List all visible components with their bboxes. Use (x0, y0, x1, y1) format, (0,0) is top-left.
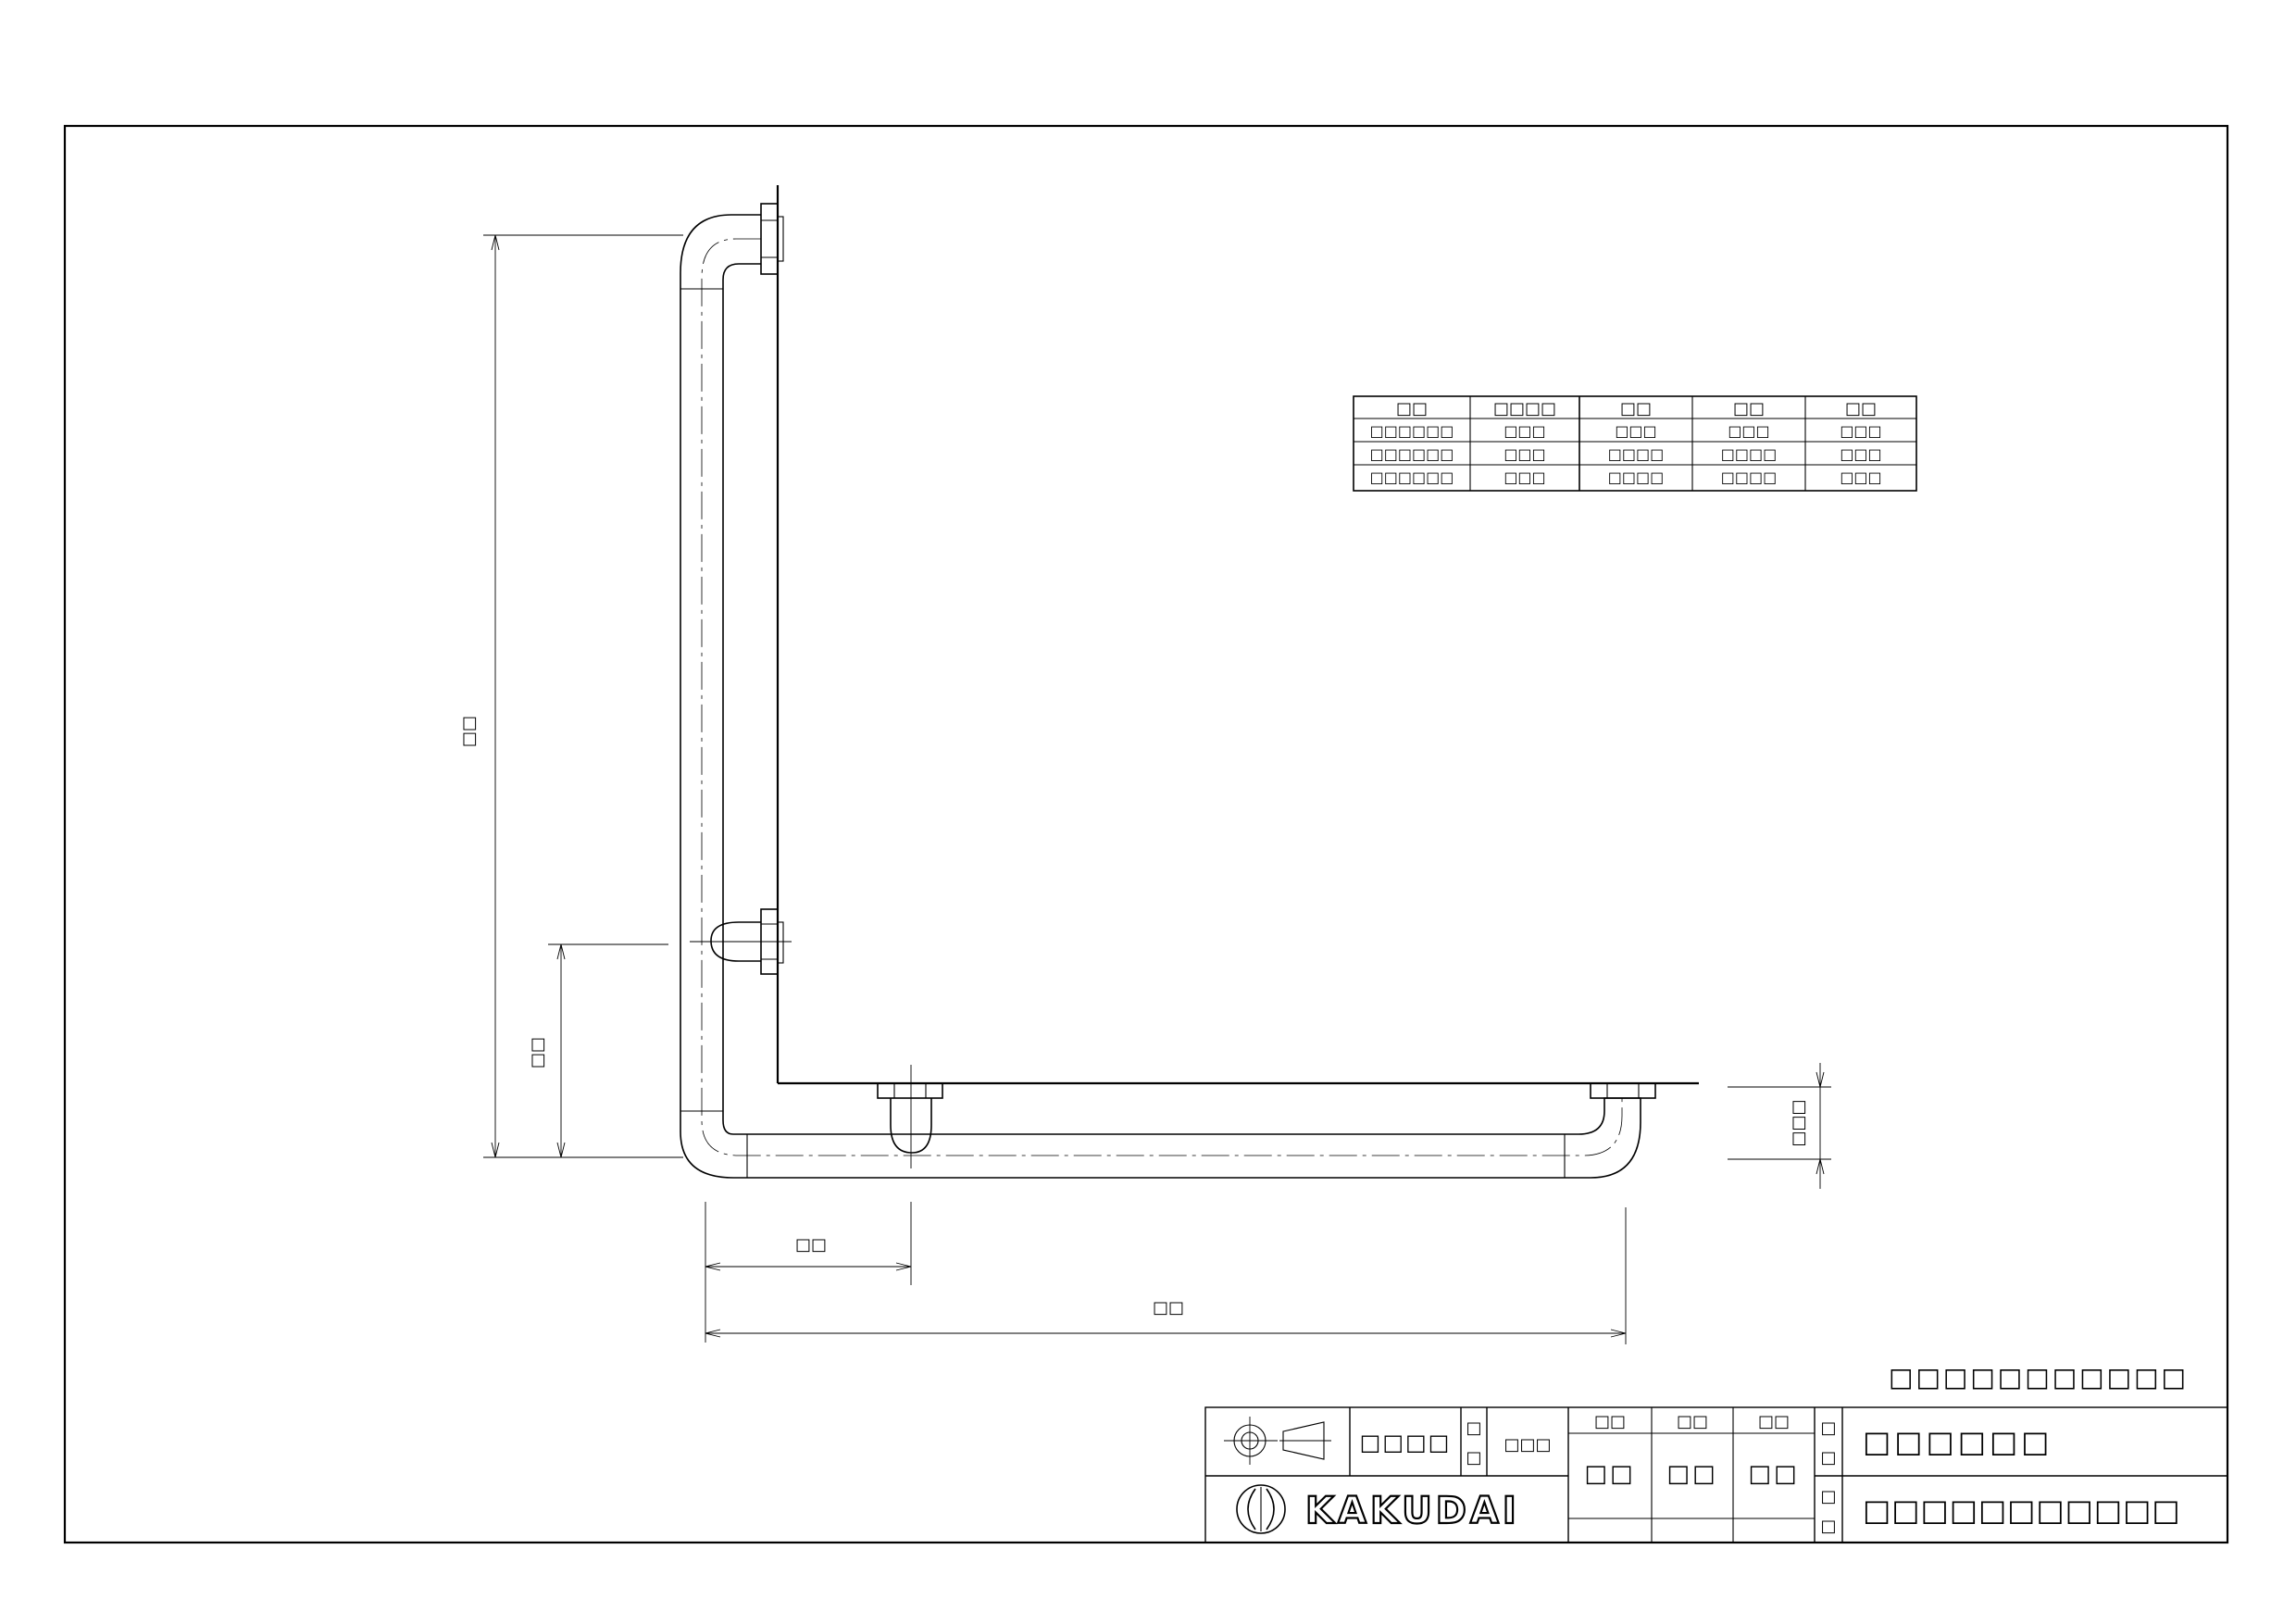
title-block: □□□□□□□□□□□ □□□□ □ □ □□□ □□ □□ □□ □□ □ (1204, 1362, 2228, 1543)
middle-wall-bracket (690, 908, 792, 975)
side-label: □ (1820, 1487, 1836, 1506)
col-value: □□ (1584, 1460, 1635, 1488)
side-label: □ (1820, 1418, 1836, 1438)
table-cell: □□□□□□ (1370, 468, 1454, 486)
dimensions: □□ □□ □□ □□ □□□ (459, 234, 1831, 1344)
kakudai-logo-icon (1236, 1484, 1286, 1534)
table-cell: □□□ (1840, 468, 1881, 486)
dim-label-lower-bracket-height: □□ (528, 1037, 547, 1068)
table-cell: □□□□ (1608, 445, 1664, 463)
sheet-frame (63, 124, 2229, 1544)
grab-bar-drawing (680, 185, 1699, 1179)
table-cell: □□□ (1504, 468, 1545, 486)
table-cell: □□□□□□ (1370, 422, 1454, 440)
table-cell: □□□ (1504, 445, 1545, 463)
table-cell: □□□ (1840, 422, 1881, 440)
table-cell: □□□ (1504, 422, 1545, 440)
small-label: □ (1466, 1418, 1481, 1438)
small-label: □ (1466, 1448, 1481, 1468)
col-value: □□ (1666, 1460, 1717, 1488)
tube-center-line (701, 238, 1623, 1156)
side-label: □ (1820, 1517, 1836, 1536)
product-name: □□□□□□ (1863, 1424, 2053, 1459)
table-cell: □□□ (1615, 422, 1656, 440)
lower-floor-bracket (877, 1065, 943, 1168)
third-angle-projection-icon (1224, 1417, 1331, 1465)
spec-table: □□ □□□□ □□ □□ □□ □□□□□□ □□□ □□□ □□□ □□□ … (1353, 395, 1917, 492)
table-cell: □□□□□□ (1370, 445, 1454, 463)
dim-label-overall-height: □□ (459, 716, 479, 747)
table-header: □□ (1620, 399, 1652, 418)
table-header: □□ (1733, 399, 1765, 418)
col-header: □□ (1758, 1412, 1790, 1431)
col-header: □□ (1677, 1412, 1708, 1431)
drawing-note: □□□□□□□□□□□ (1889, 1362, 2189, 1393)
scale-value: □□□ (1504, 1435, 1551, 1455)
grab-bar-tube (680, 214, 1641, 1179)
table-cell: □□□□ (1608, 468, 1664, 486)
top-wall-bracket (760, 203, 784, 275)
table-header: □□□□ (1493, 399, 1556, 418)
col-value: □□ (1748, 1460, 1799, 1488)
dim-label-bracket-offset-x: □□ (795, 1235, 827, 1255)
brand-name: KAKUDAI (1305, 1490, 1520, 1532)
table-header: □□ (1396, 399, 1428, 418)
product-code: □□□□□□□□□□□ (1863, 1493, 2181, 1528)
end-floor-bracket (1590, 1082, 1656, 1099)
scale-label: □□□□ (1360, 1430, 1452, 1455)
side-label: □ (1820, 1448, 1836, 1468)
table-cell: □□□□ (1721, 445, 1777, 463)
dim-label-projection: □□□ (1789, 1099, 1808, 1146)
table-cell: □□□ (1728, 422, 1769, 440)
dim-label-overall-width: □□ (1153, 1298, 1184, 1318)
table-cell: □□□□ (1721, 468, 1777, 486)
table-cell: □□□ (1840, 445, 1881, 463)
col-header: □□ (1594, 1412, 1626, 1431)
table-header: □□ (1845, 399, 1877, 418)
